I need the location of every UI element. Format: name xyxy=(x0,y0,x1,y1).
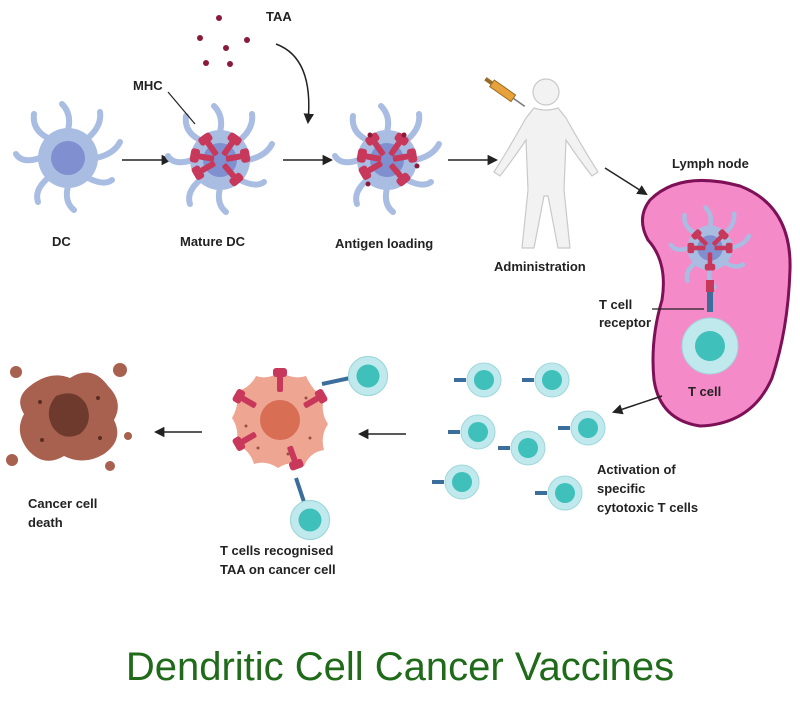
taa-label: TAA xyxy=(266,9,292,24)
lymph-node xyxy=(641,178,792,428)
lymph-node-t-cell xyxy=(681,317,739,375)
lymph-node-label: Lymph node xyxy=(672,156,749,171)
syringe-icon xyxy=(484,77,526,107)
death-label-line1: Cancer cell xyxy=(28,496,97,511)
mature-dendritic-cell xyxy=(168,106,272,212)
mhc-tcr-contact xyxy=(706,280,714,292)
t-cell-receptor xyxy=(707,292,713,312)
arrow-lymph-node-to-activation xyxy=(612,395,663,415)
death-label-line2: death xyxy=(28,515,63,530)
bound-t-cell-lower xyxy=(289,477,331,541)
tcr-label-line1: T cell xyxy=(599,297,632,312)
mhc-label: MHC xyxy=(133,78,163,93)
activated-cytotoxic-t-cells xyxy=(432,363,605,510)
page-title: Dendritic Cell Cancer Vaccines xyxy=(126,645,674,689)
mature-dc-label: Mature DC xyxy=(180,234,246,249)
bound-t-cell-upper xyxy=(321,355,389,397)
arrow-administration-to-lymph-node xyxy=(604,167,648,196)
activation-label-line3: cytotoxic T cells xyxy=(597,500,698,515)
administration-label: Administration xyxy=(494,259,586,274)
activation-label-line2: specific xyxy=(597,481,645,496)
immature-dendritic-cell xyxy=(16,104,120,210)
human-body-silhouette xyxy=(493,78,599,249)
antigen-loaded-dendritic-cell xyxy=(335,106,439,212)
taa-arrow xyxy=(275,43,315,125)
recognised-label-line1: T cells recognised xyxy=(220,543,333,558)
recognised-label-line2: TAA on cancer cell xyxy=(220,562,336,577)
t-cell-label: T cell xyxy=(688,384,721,399)
antigen-loading-label: Antigen loading xyxy=(335,236,433,251)
dead-cancer-cell xyxy=(6,363,132,471)
taa-antigen-dots xyxy=(197,15,250,67)
dc-label: DC xyxy=(52,234,71,249)
activation-label-line1: Activation of xyxy=(597,462,676,477)
tcr-label-line2: receptor xyxy=(599,315,651,330)
mhc-pointer xyxy=(167,91,196,125)
cancer-cell xyxy=(231,368,329,472)
